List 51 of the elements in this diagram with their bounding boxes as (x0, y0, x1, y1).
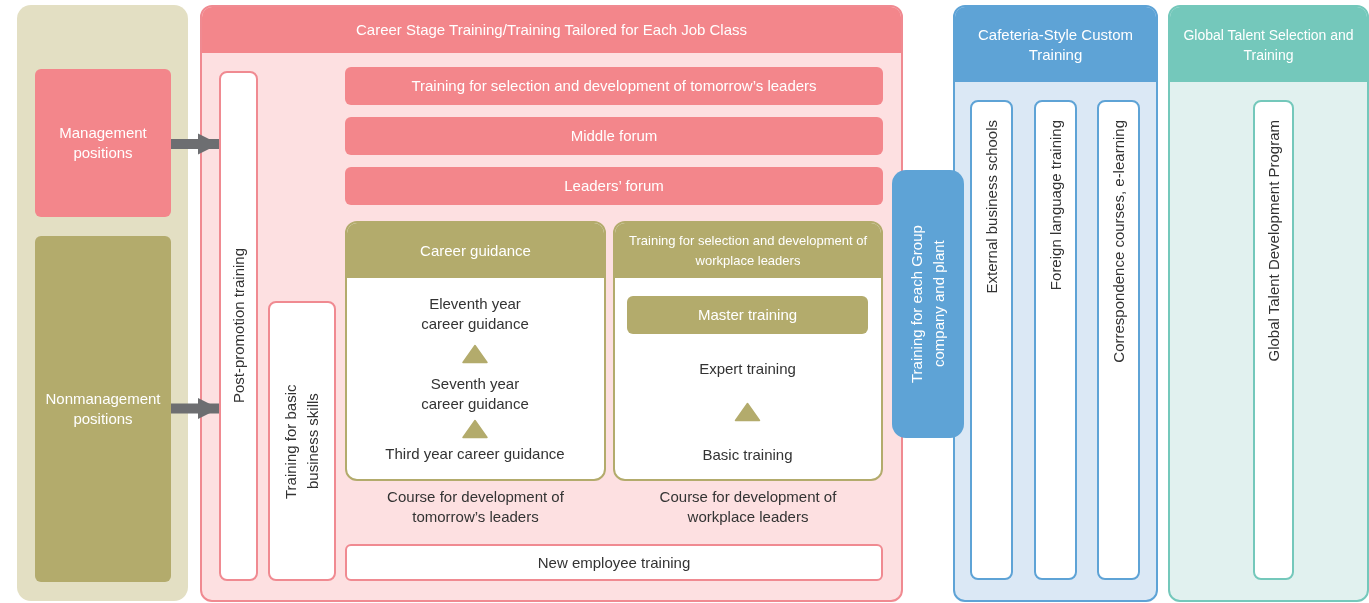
training-box (627, 296, 868, 334)
box-label: New employee training (537, 552, 691, 573)
training-box (268, 301, 336, 581)
section-header: Training for selection and development of workplace leaders (615, 223, 881, 278)
box-label: Training for selection and development of tomorrow’s leaders (411, 76, 817, 96)
training-box (1253, 100, 1294, 580)
section-panel (1168, 5, 1369, 602)
training-box (892, 170, 964, 438)
training-box (345, 167, 883, 205)
step-label: Seventh year career guidance (420, 374, 530, 414)
step-label: Third year career guidance (385, 444, 565, 464)
box-label: Middle forum (570, 126, 658, 146)
box-label: Foreign language training (1045, 120, 1065, 291)
section-panel (200, 5, 903, 602)
training-box (970, 100, 1013, 580)
box-label: Leaders’ forum (564, 176, 664, 196)
step-arrow (734, 402, 761, 422)
box-label: Master training (697, 305, 798, 325)
section-header: Global Talent Selection and Training (1170, 7, 1367, 82)
section-header: Cafeteria-Style Custom Training (955, 7, 1156, 82)
box-label: Training for basic business skills (281, 382, 322, 501)
step-label: Eleventh year career guidance (420, 294, 530, 334)
box-label: Training for each Group company and plant (907, 224, 948, 385)
course-caption: Course for development of tomorrow’s leaders (386, 487, 565, 527)
training-box (345, 544, 883, 581)
training-box (219, 71, 258, 581)
box-label: Correspondence courses, e-learning (1108, 120, 1128, 363)
training-box (345, 67, 883, 105)
step-arrow (462, 419, 488, 439)
section-header: Career guidance (347, 223, 604, 278)
training-box (345, 117, 883, 155)
section-panel (613, 221, 883, 481)
step-label: Basic training (702, 445, 793, 465)
training-box (35, 69, 171, 217)
box-label: Global Talent Development Program (1263, 120, 1283, 362)
group-panel (17, 5, 188, 601)
training-box (35, 236, 171, 582)
training-box (1034, 100, 1077, 580)
box-label: Post-promotion training (228, 248, 248, 404)
course-caption: Course for development of workplace leaders (658, 487, 838, 527)
arrow (171, 133, 219, 155)
section-panel (953, 5, 1158, 602)
arrow (171, 398, 219, 419)
box-label: Nonmanagement positions (44, 389, 162, 429)
box-label: External business schools (981, 120, 1001, 294)
box-label: Management positions (58, 123, 148, 163)
section-panel (345, 221, 606, 481)
section-header: Career Stage Training/Training Tailored for Each Job Class (202, 7, 901, 53)
step-arrow (462, 344, 488, 364)
training-box (1097, 100, 1140, 580)
step-label: Expert training (699, 359, 796, 379)
